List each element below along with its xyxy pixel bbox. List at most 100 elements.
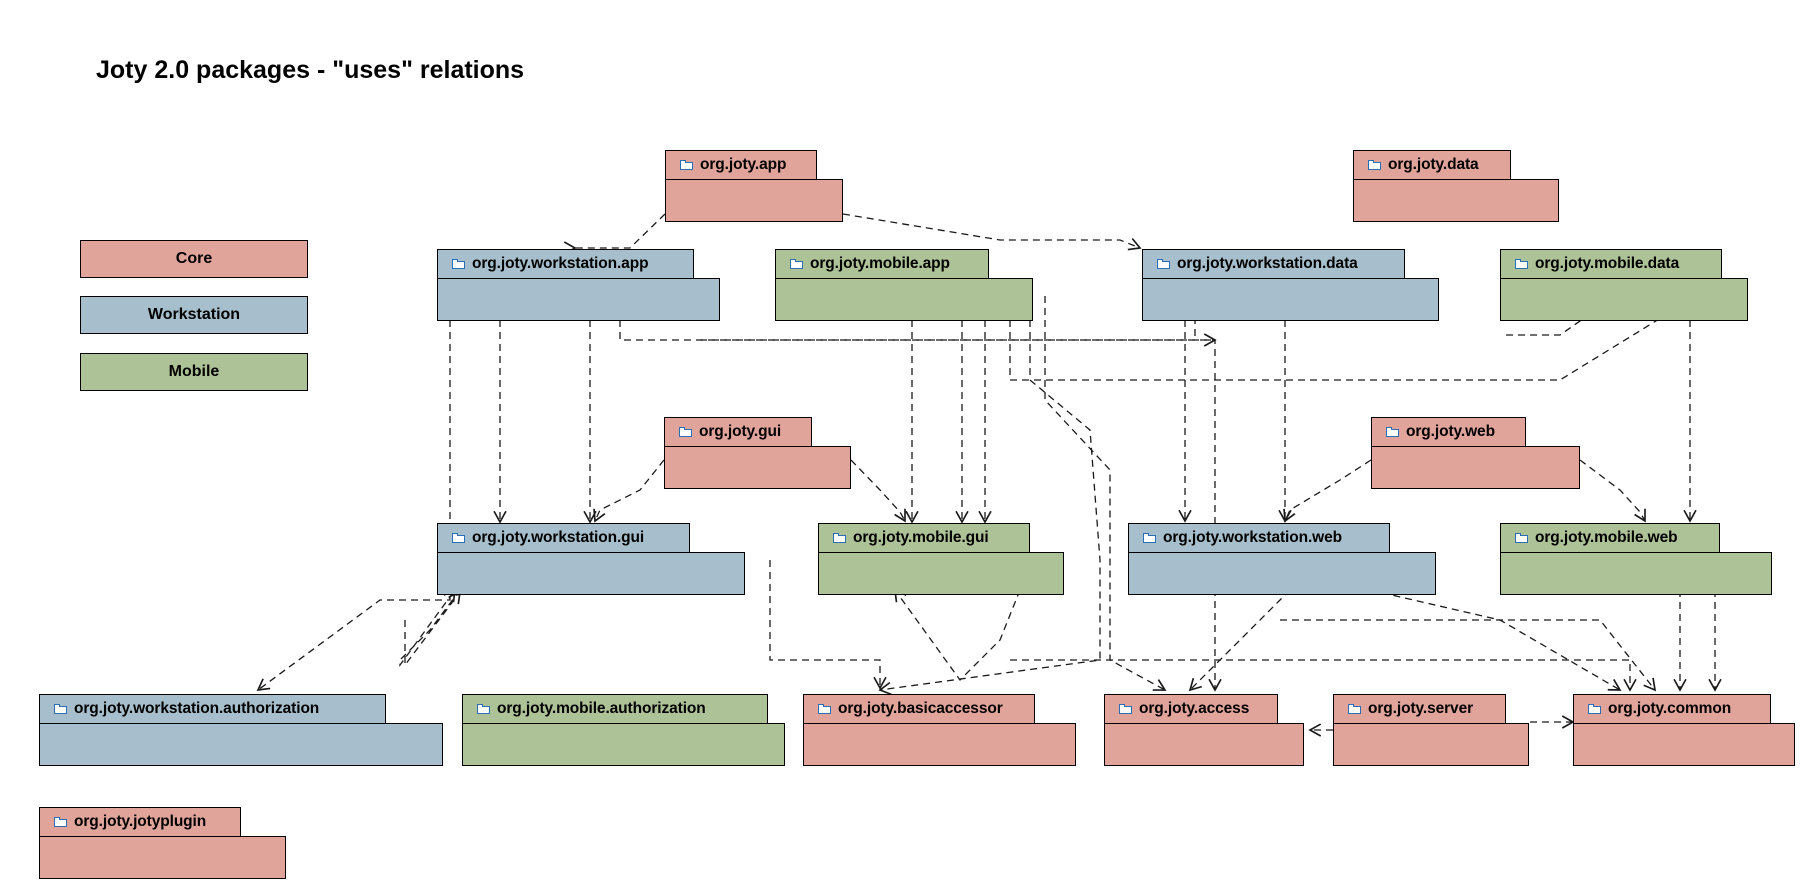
folder-icon bbox=[54, 816, 68, 828]
package-node-app[interactable]: org.joty.app bbox=[665, 150, 843, 222]
package-label-server: org.joty.server bbox=[1368, 700, 1474, 717]
package-node-server[interactable]: org.joty.server bbox=[1333, 694, 1529, 766]
edge-ws-web-to-common bbox=[1369, 589, 1622, 691]
edge-ws-app-to-common bbox=[619, 296, 1222, 692]
folder-icon bbox=[679, 426, 693, 438]
package-body-data bbox=[1353, 179, 1559, 222]
package-node-mb_gui[interactable]: org.joty.mobile.gui bbox=[818, 523, 1064, 595]
package-body-basicaccessor bbox=[803, 723, 1076, 766]
package-label-basicaccessor: org.joty.basicaccessor bbox=[838, 700, 1003, 717]
folder-icon bbox=[1119, 703, 1133, 715]
package-tab-ws_gui: org.joty.workstation.gui bbox=[437, 523, 690, 553]
package-body-jotyplugin bbox=[39, 836, 286, 879]
package-node-access[interactable]: org.joty.access bbox=[1104, 694, 1304, 766]
package-tab-app: org.joty.app bbox=[665, 150, 817, 180]
package-label-app: org.joty.app bbox=[700, 156, 787, 173]
folder-icon bbox=[818, 703, 832, 715]
package-node-ws_app[interactable]: org.joty.workstation.app bbox=[437, 249, 720, 321]
folder-icon bbox=[1515, 258, 1529, 270]
edge-mb-gui-to-mb-auth bbox=[893, 588, 1021, 681]
package-label-mb_gui: org.joty.mobile.gui bbox=[853, 529, 989, 546]
package-tab-common: org.joty.common bbox=[1573, 694, 1771, 724]
package-node-basicaccessor[interactable]: org.joty.basicaccessor bbox=[803, 694, 1076, 766]
folder-icon bbox=[1515, 532, 1529, 544]
package-node-gui[interactable]: org.joty.gui bbox=[664, 417, 851, 489]
package-body-ws_web bbox=[1128, 552, 1436, 595]
package-node-data[interactable]: org.joty.data bbox=[1353, 150, 1559, 222]
package-body-mb_auth bbox=[462, 723, 785, 766]
edge-web-to-ws-web bbox=[1283, 459, 1372, 523]
package-tab-access: org.joty.access bbox=[1104, 694, 1278, 724]
package-label-ws_data: org.joty.workstation.data bbox=[1177, 255, 1358, 272]
package-body-app bbox=[665, 179, 843, 222]
folder-icon bbox=[452, 258, 466, 270]
folder-icon bbox=[452, 532, 466, 544]
package-body-mb_data bbox=[1500, 278, 1748, 321]
package-label-ws_web: org.joty.workstation.web bbox=[1163, 529, 1343, 546]
edge-mb-app-to-access bbox=[1044, 296, 1167, 691]
package-body-mb_web bbox=[1500, 552, 1772, 595]
edge-access-to-common bbox=[1280, 619, 1657, 692]
package-tab-basicaccessor: org.joty.basicaccessor bbox=[803, 694, 1035, 724]
folder-icon bbox=[477, 703, 491, 715]
edge-mb-app-to-mb-auth bbox=[878, 296, 1101, 696]
package-label-mb_web: org.joty.mobile.web bbox=[1535, 529, 1678, 546]
package-node-mb_auth[interactable]: org.joty.mobile.authorization bbox=[462, 694, 785, 766]
package-tab-ws_app: org.joty.workstation.app bbox=[437, 249, 694, 279]
package-node-web[interactable]: org.joty.web bbox=[1371, 417, 1580, 489]
package-body-ws_app bbox=[437, 278, 720, 321]
package-tab-jotyplugin: org.joty.jotyplugin bbox=[39, 807, 241, 837]
legend-item-core: Core bbox=[80, 240, 308, 278]
package-label-access: org.joty.access bbox=[1139, 700, 1250, 717]
package-node-ws_gui[interactable]: org.joty.workstation.gui bbox=[437, 523, 745, 595]
package-tab-ws_data: org.joty.workstation.data bbox=[1142, 249, 1405, 279]
folder-icon bbox=[1157, 258, 1171, 270]
package-body-server bbox=[1333, 723, 1529, 766]
package-label-common: org.joty.common bbox=[1608, 700, 1732, 717]
package-node-mb_app[interactable]: org.joty.mobile.app bbox=[775, 249, 1033, 321]
package-tab-ws_web: org.joty.workstation.web bbox=[1128, 523, 1390, 553]
package-node-common[interactable]: org.joty.common bbox=[1573, 694, 1795, 766]
edge-web-to-mb-web bbox=[1579, 459, 1646, 523]
package-tab-mb_app: org.joty.mobile.app bbox=[775, 249, 989, 279]
package-body-web bbox=[1371, 446, 1580, 489]
folder-icon bbox=[54, 703, 68, 715]
legend-item-workstation: Workstation bbox=[80, 296, 308, 334]
edge-ws-web-to-access bbox=[1188, 589, 1291, 692]
folder-icon bbox=[1386, 426, 1400, 438]
edge-gui-to-ws-gui bbox=[593, 459, 665, 523]
package-body-mb_app bbox=[775, 278, 1033, 321]
package-body-ws_data bbox=[1142, 278, 1439, 321]
page-title: Joty 2.0 packages - "uses" relations bbox=[96, 56, 525, 84]
folder-icon bbox=[833, 532, 847, 544]
package-node-ws_auth[interactable]: org.joty.workstation.authorization bbox=[39, 694, 443, 766]
package-node-ws_web[interactable]: org.joty.workstation.web bbox=[1128, 523, 1436, 595]
package-tab-data: org.joty.data bbox=[1353, 150, 1511, 180]
package-label-mb_app: org.joty.mobile.app bbox=[810, 255, 950, 272]
package-label-ws_app: org.joty.workstation.app bbox=[472, 255, 649, 272]
folder-icon bbox=[790, 258, 804, 270]
package-tab-web: org.joty.web bbox=[1371, 417, 1526, 447]
package-tab-mb_auth: org.joty.mobile.authorization bbox=[462, 694, 768, 724]
package-label-gui: org.joty.gui bbox=[699, 423, 782, 440]
package-body-ws_gui bbox=[437, 552, 745, 595]
package-tab-mb_data: org.joty.mobile.data bbox=[1500, 249, 1722, 279]
package-tab-mb_gui: org.joty.mobile.gui bbox=[818, 523, 1030, 553]
package-node-mb_web[interactable]: org.joty.mobile.web bbox=[1500, 523, 1772, 595]
folder-icon bbox=[1368, 159, 1382, 171]
package-label-data: org.joty.data bbox=[1388, 156, 1479, 173]
package-tab-gui: org.joty.gui bbox=[664, 417, 812, 447]
folder-icon bbox=[1143, 532, 1157, 544]
package-tab-mb_web: org.joty.mobile.web bbox=[1500, 523, 1720, 553]
package-node-jotyplugin[interactable]: org.joty.jotyplugin bbox=[39, 807, 286, 879]
package-body-gui bbox=[664, 446, 851, 489]
package-node-mb_data[interactable]: org.joty.mobile.data bbox=[1500, 249, 1748, 321]
package-label-jotyplugin: org.joty.jotyplugin bbox=[74, 813, 207, 830]
package-label-ws_gui: org.joty.workstation.gui bbox=[472, 529, 645, 546]
edge-ws-gui-to-ws-auth bbox=[399, 588, 461, 667]
package-tab-server: org.joty.server bbox=[1333, 694, 1506, 724]
package-node-ws_data[interactable]: org.joty.workstation.data bbox=[1142, 249, 1439, 321]
edge-ws-gui-to-ws-auth-2 bbox=[404, 590, 462, 667]
package-body-mb_gui bbox=[818, 552, 1064, 595]
